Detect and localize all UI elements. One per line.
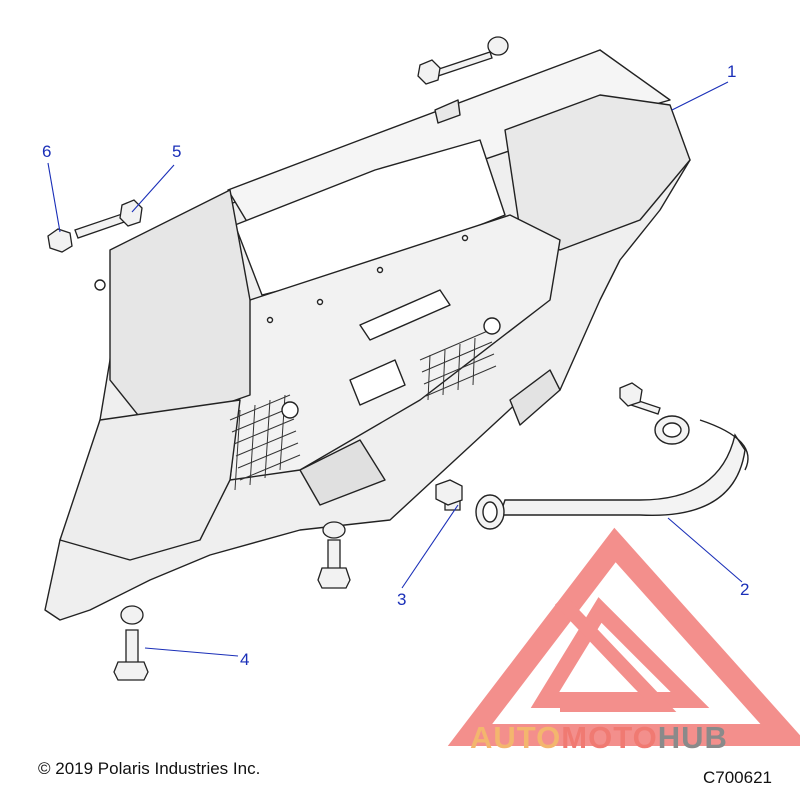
bumper-assembly	[44, 49, 691, 621]
figure-code: C700621	[703, 768, 773, 787]
leader-lines	[47, 81, 743, 657]
brand-moto: MOTO	[561, 720, 658, 755]
vent-mesh-right	[419, 329, 497, 401]
leader-line-2	[667, 517, 743, 583]
watermark-logo	[447, 527, 800, 746]
brand-hub: HUB	[657, 720, 728, 755]
leader-line-5	[131, 164, 175, 213]
copyright-notice: © 2019 Polaris Industries Inc.	[38, 759, 261, 778]
leader-line-3	[401, 504, 459, 589]
tow-handle	[475, 415, 749, 530]
callout-2: 2	[740, 580, 750, 599]
callout-3: 3	[397, 590, 407, 609]
vent-mesh-left	[229, 394, 301, 491]
callout-5: 5	[172, 142, 182, 161]
callout-4: 4	[240, 650, 250, 669]
callout-6: 6	[42, 142, 52, 161]
brand-auto: AUTO	[470, 720, 562, 755]
leader-line-1	[671, 81, 729, 111]
callout-1: 1	[727, 62, 737, 81]
watermark-brand: AUTOMOTOHUB	[470, 720, 728, 756]
leader-line-4	[144, 647, 239, 657]
leader-line-6	[47, 162, 61, 233]
